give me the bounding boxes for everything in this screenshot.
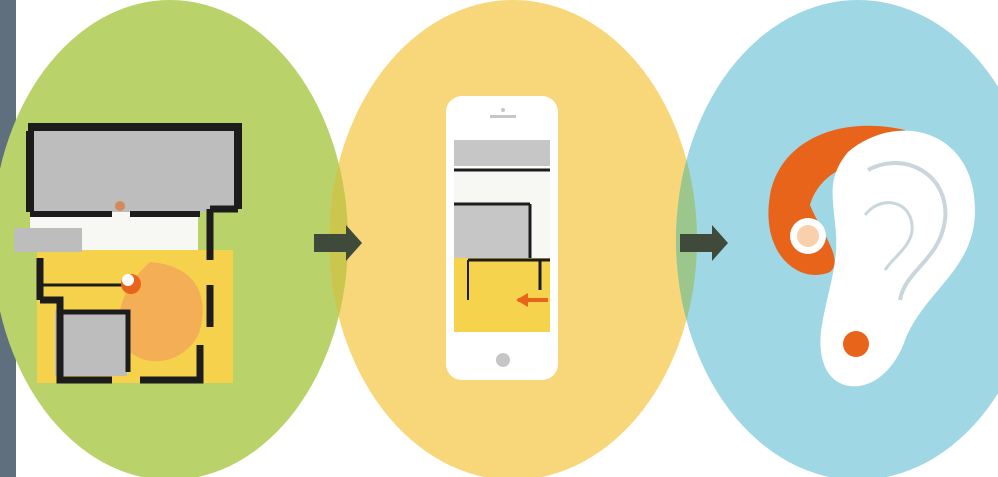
smartphone-icon [446,96,558,380]
floor-plan-icon [14,127,238,383]
